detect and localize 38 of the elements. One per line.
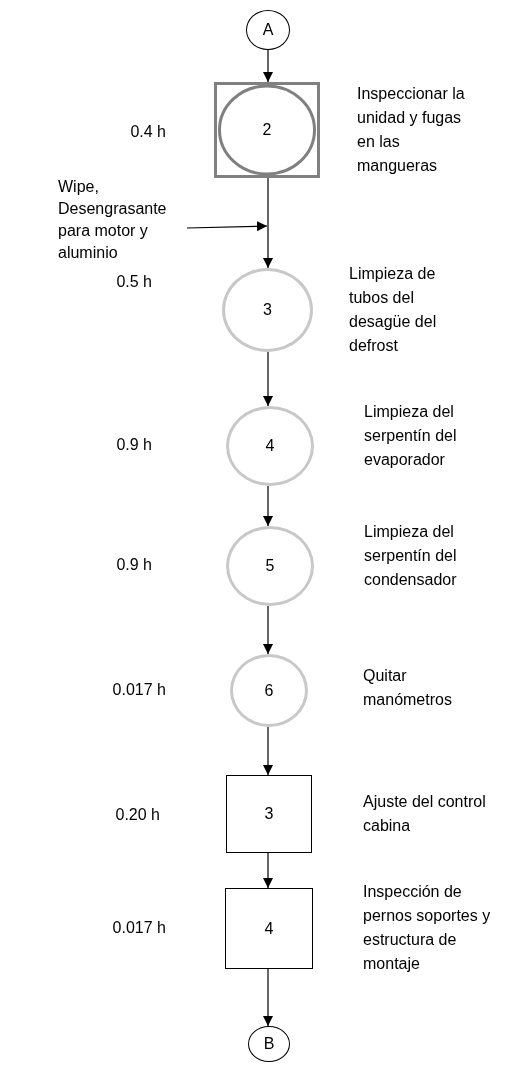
step-description: Limpieza del serpentín del condensador (364, 522, 458, 590)
step-number: 4 (264, 920, 274, 937)
duration-label: 0.017 h (112, 680, 166, 700)
connector-circle (246, 10, 290, 50)
step-description: Inspeccionar la unidad y fugas en las mangueras (357, 84, 466, 176)
step-number: 3 (264, 806, 274, 822)
step-number: 4 (265, 438, 275, 454)
material-label: Wipe, Desengrasante para motor y aluminio (58, 176, 186, 264)
arrow (263, 177, 273, 269)
step-number: 2 (262, 122, 272, 138)
arrow (263, 351, 273, 407)
step-description: Quitar manómetros (363, 666, 453, 710)
arrow (186, 221, 268, 232)
duration-label: 0.20 h (115, 805, 160, 825)
arrow (263, 49, 273, 83)
duration-label: 0.9 h (116, 555, 152, 575)
step-description: Inspección de pernos soportes y estructura de montaje (363, 882, 492, 974)
combined-operation-symbol (214, 82, 320, 178)
arrow (263, 605, 273, 655)
arrow (263, 726, 273, 776)
inspection-box (226, 775, 312, 853)
arrow (263, 968, 273, 1027)
step-description: Limpieza del serpentín del evaporador (364, 402, 458, 470)
inspection-box (225, 888, 313, 969)
duration-label: 0.4 h (130, 122, 166, 142)
duration-label: 0.5 h (116, 272, 152, 292)
step-description: Limpieza de tubos del desagüe del defrost (349, 264, 438, 356)
duration-label: 0.9 h (116, 435, 152, 455)
step-number: 5 (265, 558, 275, 574)
step-description: Ajuste del control cabina (363, 792, 487, 836)
step-number: A (262, 22, 274, 38)
duration-label: 0.017 h (112, 918, 166, 938)
step-number: B (263, 1036, 275, 1052)
step-number: 3 (263, 302, 272, 318)
connector-circle (248, 1026, 290, 1062)
step-number: 6 (264, 682, 274, 699)
arrow (263, 852, 273, 889)
arrow (263, 485, 273, 527)
